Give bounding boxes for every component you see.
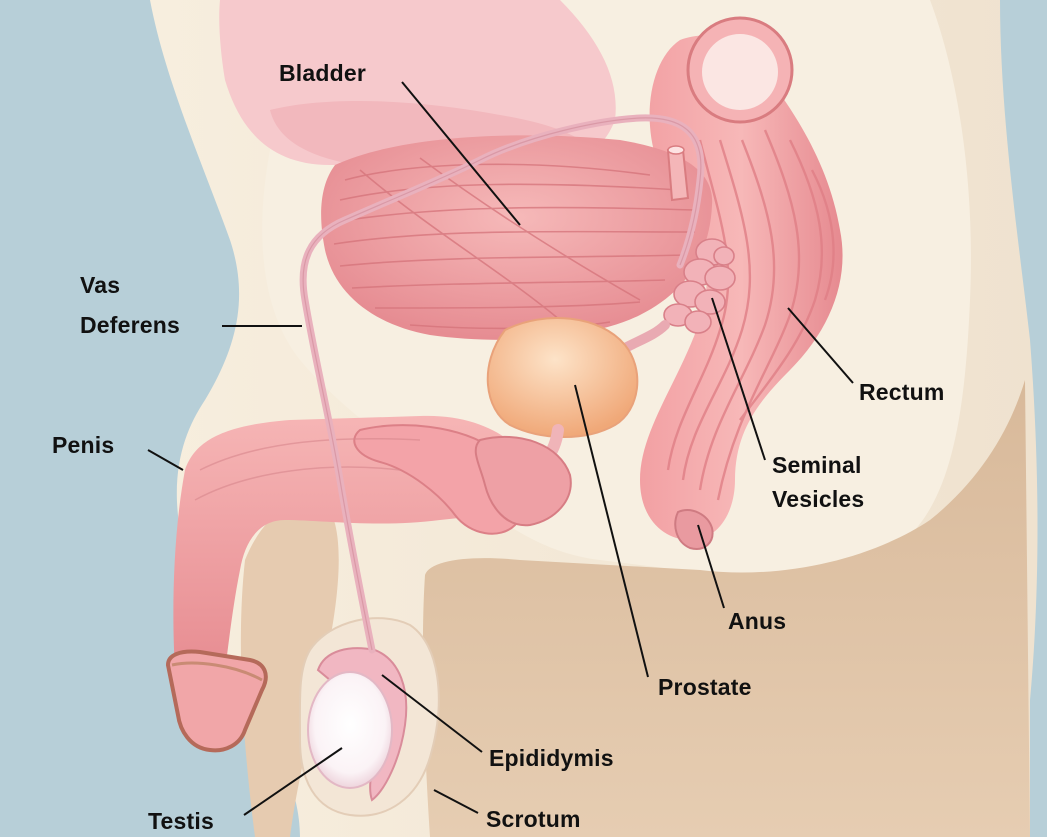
label-vas-deferens-line1: Vas	[80, 272, 120, 299]
label-prostate: Prostate	[658, 674, 752, 701]
label-scrotum: Scrotum	[486, 806, 581, 833]
label-testis: Testis	[148, 808, 214, 835]
label-rectum: Rectum	[859, 379, 945, 406]
label-epididymis: Epididymis	[489, 745, 614, 772]
label-penis: Penis	[52, 432, 114, 459]
label-bladder: Bladder	[279, 60, 366, 87]
prostate	[488, 318, 638, 437]
label-anus: Anus	[728, 608, 786, 635]
label-seminal-vesicles-line1: Seminal	[772, 452, 862, 479]
rectum-lumen-inner	[702, 34, 778, 110]
label-seminal-vesicles-line2: Vesicles	[772, 486, 864, 513]
label-vas-deferens-line2: Deferens	[80, 312, 180, 339]
testis	[308, 672, 392, 788]
